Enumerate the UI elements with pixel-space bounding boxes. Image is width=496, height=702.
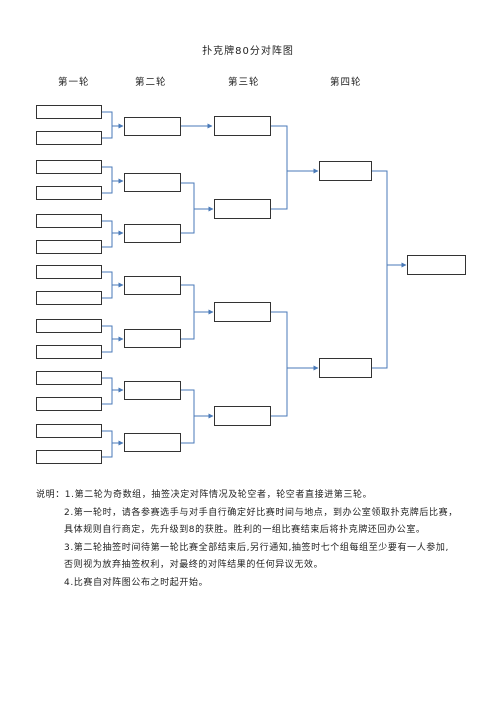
connector-r2-a bbox=[180, 182, 213, 234]
round2-slot-7 bbox=[124, 433, 181, 452]
round1-slot-11 bbox=[36, 371, 102, 385]
round1-slot-3 bbox=[36, 160, 102, 174]
note-line-3: 具体规则自行商定，先升级到8的获胜。胜利的一组比赛结束后将扑克牌还回办公室。 bbox=[64, 525, 426, 535]
connector-r2-c bbox=[180, 389, 213, 444]
round2-slot-4 bbox=[124, 276, 181, 295]
round2-slot-1 bbox=[124, 117, 181, 136]
round3-slot-4 bbox=[214, 406, 271, 426]
connector-r1-b bbox=[101, 166, 123, 194]
round1-slot-5 bbox=[36, 214, 102, 228]
round2-slot-6 bbox=[124, 381, 181, 400]
round3-slot-3 bbox=[214, 302, 271, 322]
round1-slot-6 bbox=[36, 240, 102, 254]
round1-slot-14 bbox=[36, 450, 102, 464]
round-label-2: 第二轮 bbox=[135, 77, 167, 88]
round1-slot-9 bbox=[36, 319, 102, 333]
note-line-5: 否则视为放弃抽签权利，对最终的对阵结果的任何异议无效。 bbox=[64, 560, 324, 570]
note-line-2: 2.第一轮时，请各参赛选手与对手自行确定好比赛时间与地点，到办公室领取扑克牌后比… bbox=[64, 507, 458, 518]
notes-section: 说明：1.第二轮为奇数组，抽签决定对阵情况及轮空者，轮空者直接进第三轮。 2.第… bbox=[36, 487, 458, 592]
note-line-6: 4.比赛自对阵图公布之时起开始。 bbox=[64, 577, 209, 588]
connector-r1-a bbox=[101, 111, 123, 139]
round1-slot-2 bbox=[36, 131, 102, 145]
round4-slot-2 bbox=[319, 358, 372, 378]
connector-r1-c bbox=[101, 220, 123, 248]
round-label-1: 第一轮 bbox=[58, 77, 90, 88]
connector-r1-d bbox=[101, 271, 123, 299]
round-label-3: 第三轮 bbox=[228, 77, 260, 88]
round1-slot-8 bbox=[36, 291, 102, 305]
round1-slot-1 bbox=[36, 105, 102, 119]
round1-slot-10 bbox=[36, 345, 102, 359]
round2-slot-3 bbox=[124, 224, 181, 243]
round2-slot-5 bbox=[124, 329, 181, 348]
connector-r3-b bbox=[270, 311, 318, 417]
connector-r4 bbox=[371, 170, 406, 369]
round1-slot-13 bbox=[36, 424, 102, 438]
connector-r1-e bbox=[101, 325, 123, 353]
connector-r3-a bbox=[270, 125, 318, 210]
connector-r2-b bbox=[180, 284, 213, 340]
round1-slot-4 bbox=[36, 186, 102, 200]
final-slot bbox=[407, 255, 466, 275]
page-title: 扑克牌80分对阵图 bbox=[202, 46, 294, 57]
round-label-4: 第四轮 bbox=[330, 77, 362, 88]
round3-slot-1 bbox=[214, 116, 271, 136]
round2-slot-2 bbox=[124, 173, 181, 192]
round1-slot-7 bbox=[36, 265, 102, 279]
round1-slot-12 bbox=[36, 397, 102, 411]
round4-slot-1 bbox=[319, 161, 372, 181]
connector-r1-g bbox=[101, 430, 123, 458]
note-line-1: 说明：1.第二轮为奇数组，抽签决定对阵情况及轮空者，轮空者直接进第三轮。 bbox=[36, 490, 373, 500]
connector-r1-f bbox=[101, 377, 123, 405]
round3-slot-2 bbox=[214, 199, 271, 219]
note-line-4: 3.第二轮抽签时间待第一轮比赛全部结束后,另行通知,抽签时七个组每组至少要有一人… bbox=[64, 542, 449, 553]
